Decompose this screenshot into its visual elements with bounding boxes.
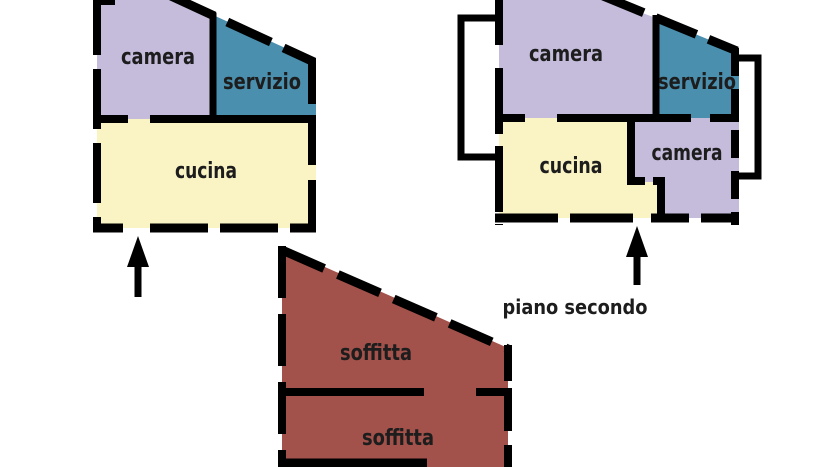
entrance-up-arrow-icon — [127, 236, 149, 297]
room-cucina-fill — [97, 119, 316, 228]
room-label-soffitta-lower: soffitta — [362, 426, 434, 451]
room-camera-bottom-fill — [631, 118, 739, 218]
room-servizio-fill — [656, 18, 739, 118]
wall-roof-diagonal — [280, 245, 510, 354]
room-soffitta-fill — [282, 248, 508, 467]
room-camera-top-fill — [499, 0, 656, 118]
room-label-servizio: servizio — [658, 70, 736, 95]
floorplan-attic: soffitta soffitta — [278, 245, 512, 467]
caption-piano-secondo: piano secondo — [503, 295, 648, 319]
wall-top-sliver — [93, 0, 115, 5]
room-label-cucina: cucina — [540, 154, 603, 179]
balcony-right-outline — [734, 54, 762, 180]
room-label-cucina: cucina — [175, 159, 237, 184]
room-label-camera-bottom: camera — [652, 141, 723, 166]
room-servizio-fill — [213, 15, 316, 119]
room-label-camera-top: camera — [529, 42, 603, 67]
room-label-servizio: servizio — [223, 70, 301, 95]
floorplan-second: camera servizio cucina camera piano seco… — [457, 0, 762, 319]
room-label-soffitta-upper: soffitta — [340, 341, 412, 366]
room-camera-fill — [97, 0, 213, 119]
floorplan-first: camera servizio cucina — [93, 0, 316, 297]
room-label-camera: camera — [121, 45, 195, 70]
wall-roof-diagonal — [601, 0, 739, 56]
entrance-up-arrow-icon — [626, 226, 648, 285]
wall-roof-diagonal — [169, 0, 316, 67]
wall-cucina-camera-divider-lower — [653, 177, 665, 221]
room-cucina-fill — [499, 118, 661, 218]
balcony-left-outline — [457, 14, 501, 161]
wall-cucina-camera-divider-upper — [627, 115, 645, 185]
